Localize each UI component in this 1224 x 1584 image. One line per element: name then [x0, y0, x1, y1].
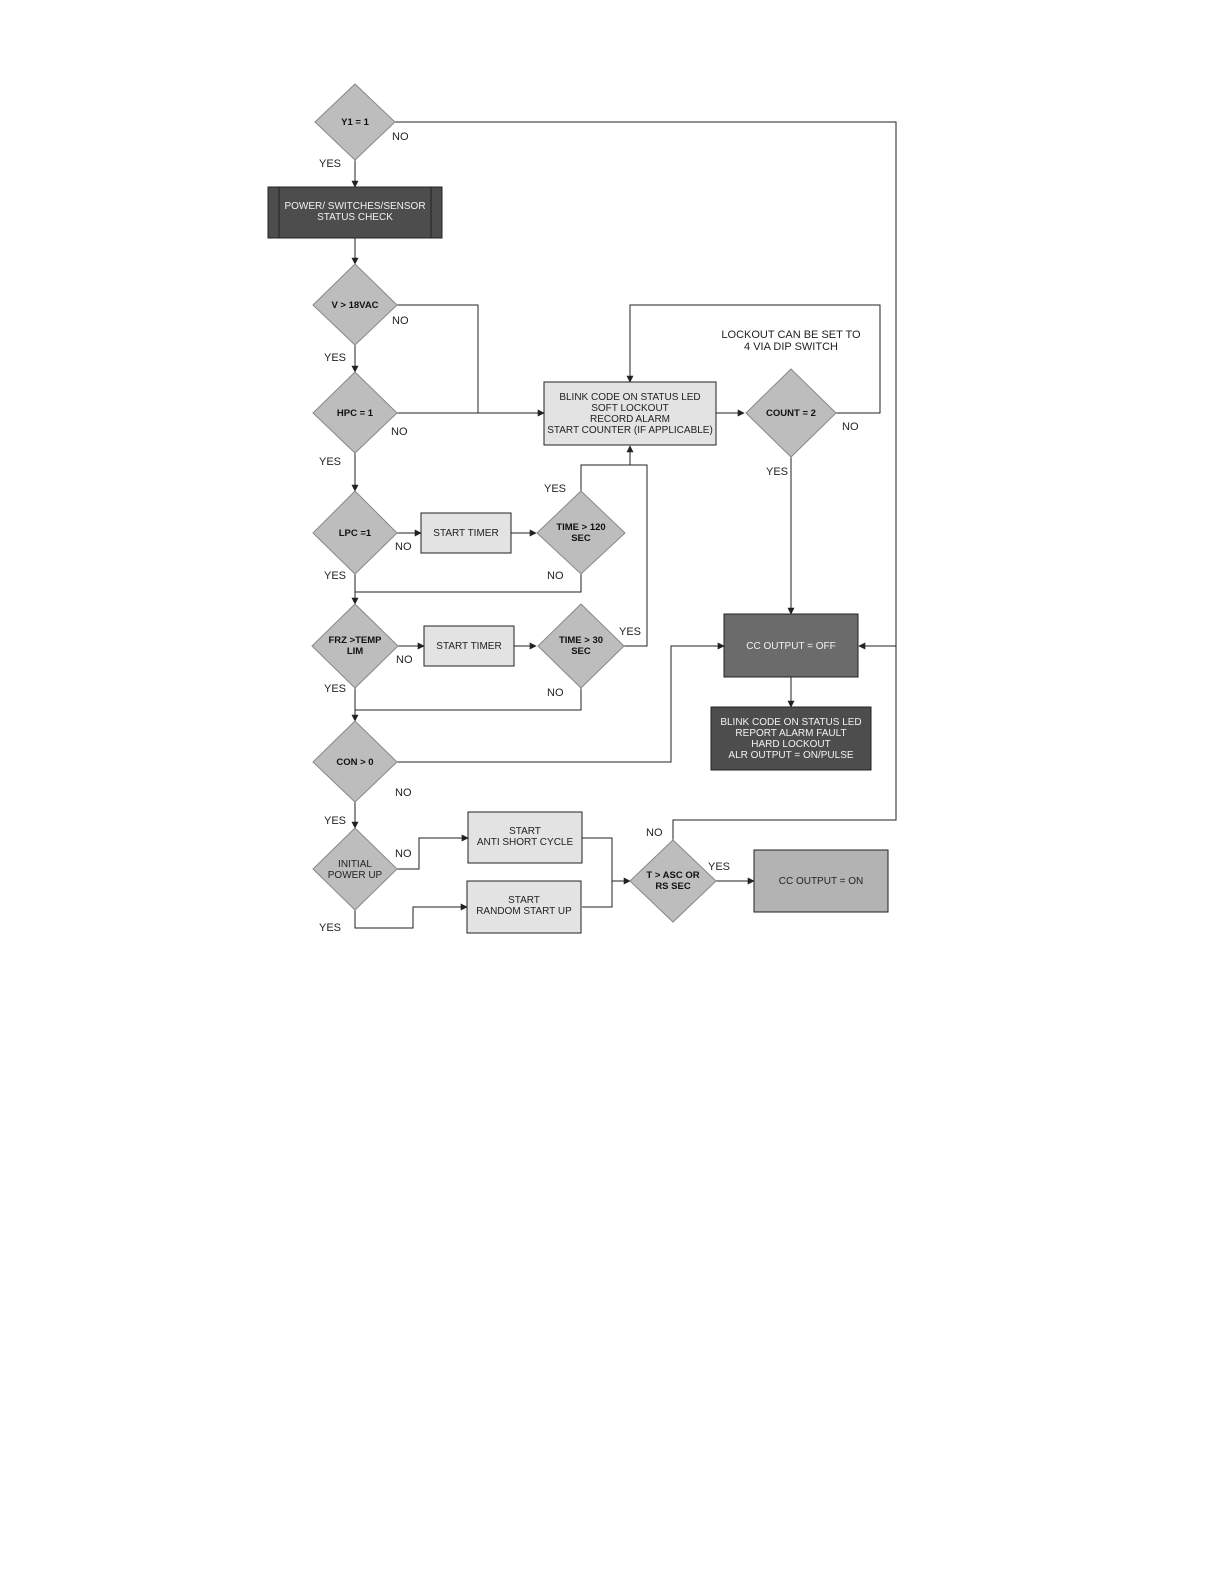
label-time30-yes: YES: [619, 626, 641, 638]
edge-time30-no: [355, 688, 582, 711]
edge-initial-no: [397, 834, 469, 870]
edge-time120-yes: [580, 464, 630, 491]
decision-con: CON > 0: [312, 720, 398, 803]
decision-y1: Y1 = 1: [314, 83, 396, 161]
decision-lpc-label: LPC =1: [339, 528, 372, 539]
decision-y1-label: Y1 = 1: [341, 117, 369, 128]
decision-initial-power-up: INITIAL POWER UP: [312, 827, 398, 911]
decision-time120-line-2: SEC: [571, 533, 591, 544]
box-cc-output-off: CC OUTPUT = OFF: [723, 613, 859, 678]
label-y1-yes: YES: [319, 158, 341, 170]
box-blink-hard-line-4: ALR OUTPUT = ON/PULSE: [728, 750, 853, 761]
box-anti-short-line-2: ANTI SHORT CYCLE: [477, 837, 574, 848]
decision-time30: TIME > 30 SEC: [537, 603, 625, 689]
box-blink-hard-line-1: BLINK CODE ON STATUS LED: [720, 717, 861, 728]
decision-initial-line-2: POWER UP: [328, 870, 383, 881]
label-hpc-no: NO: [391, 426, 408, 438]
box-random-start-line-2: RANDOM START UP: [476, 906, 572, 917]
box-random-start-line-1: START: [508, 895, 540, 906]
decision-initial-line-1: INITIAL: [338, 859, 372, 870]
edge-time120-no: [355, 574, 582, 593]
connectors: [351, 121, 897, 929]
box-blink-soft-lockout: BLINK CODE ON STATUS LED SOFT LOCKOUT RE…: [543, 381, 717, 446]
box-cc-output-on: CC OUTPUT = ON: [753, 849, 889, 913]
box-anti-short-cycle: START ANTI SHORT CYCLE: [467, 811, 583, 864]
label-con-yes: YES: [324, 815, 346, 827]
decision-time120-line-1: TIME > 120: [556, 522, 605, 533]
box-blink-soft-line-2: SOFT LOCKOUT: [591, 403, 669, 414]
edge-labels: NO YES NO YES NO YES YES NO YES NO YES N…: [319, 131, 859, 934]
decision-count: COUNT = 2: [745, 368, 837, 458]
label-con-no: NO: [395, 787, 412, 799]
decision-tasc-line-1: T > ASC OR: [646, 870, 699, 881]
label-time30-no: NO: [547, 687, 564, 699]
edge-time30-yes: [624, 445, 648, 647]
decision-tasc-line-2: RS SEC: [655, 881, 691, 892]
box-status-check-line-2: STATUS CHECK: [317, 212, 393, 223]
box-blink-hard-line-3: HARD LOCKOUT: [751, 739, 830, 750]
edge-count-no: [626, 304, 881, 414]
box-cc-off-label: CC OUTPUT = OFF: [746, 641, 836, 652]
label-hpc-yes: YES: [319, 456, 341, 468]
label-time120-no: NO: [547, 570, 564, 582]
edge-starts-join: [582, 837, 613, 908]
decision-lpc: LPC =1: [312, 490, 398, 575]
label-initial-no: NO: [395, 848, 412, 860]
decision-time30-line-2: SEC: [571, 646, 591, 657]
label-lpc-no: NO: [395, 541, 412, 553]
box-blink-hard-lockout: BLINK CODE ON STATUS LED REPORT ALARM FA…: [710, 706, 872, 771]
label-y1-no: NO: [392, 131, 409, 143]
box-status-check-line-1: POWER/ SWITCHES/SENSOR: [284, 201, 425, 212]
decision-frz-line-1: FRZ >TEMP: [328, 635, 382, 646]
label-count-yes: YES: [766, 466, 788, 478]
decision-tasc: T > ASC OR RS SEC: [629, 839, 717, 923]
label-frz-no: NO: [396, 654, 413, 666]
box-random-start-up: START RANDOM START UP: [466, 880, 582, 934]
label-tasc-no: NO: [646, 827, 663, 839]
label-lpc-yes: YES: [324, 570, 346, 582]
lockout-note-line-2: 4 VIA DIP SWITCH: [744, 341, 838, 353]
lockout-note: LOCKOUT CAN BE SET TO 4 VIA DIP SWITCH: [721, 329, 861, 353]
label-tasc-yes: YES: [708, 861, 730, 873]
decision-hpc: HPC = 1: [312, 371, 398, 454]
decision-con-label: CON > 0: [336, 757, 373, 768]
decision-frz: FRZ >TEMP LIM: [311, 603, 399, 689]
edge-con-no: [397, 642, 725, 763]
decision-hpc-label: HPC = 1: [337, 408, 374, 419]
decision-time30-line-1: TIME > 30: [559, 635, 603, 646]
box-blink-soft-line-4: START COUNTER (IF APPLICABLE): [547, 425, 713, 436]
label-count-no: NO: [842, 421, 859, 433]
edge-initial-yes: [354, 903, 468, 929]
box-cc-on-label: CC OUTPUT = ON: [779, 876, 864, 887]
decision-v18: V > 18VAC: [312, 263, 398, 346]
box-start-timer-1: START TIMER: [420, 512, 512, 554]
label-v18-no: NO: [392, 315, 409, 327]
box-start-timer-2-label: START TIMER: [436, 641, 501, 652]
decision-count-label: COUNT = 2: [766, 408, 816, 419]
edge-y1-no: [395, 121, 897, 840]
box-blink-hard-line-2: REPORT ALARM FAULT: [735, 728, 846, 739]
box-status-check: POWER/ SWITCHES/SENSOR STATUS CHECK: [267, 186, 443, 239]
decision-time120: TIME > 120 SEC: [536, 490, 626, 575]
label-v18-yes: YES: [324, 352, 346, 364]
box-blink-soft-line-3: RECORD ALARM: [590, 414, 670, 425]
lockout-note-line-1: LOCKOUT CAN BE SET TO: [721, 329, 861, 341]
box-blink-soft-line-1: BLINK CODE ON STATUS LED: [559, 392, 700, 403]
box-start-timer-2: START TIMER: [423, 625, 515, 667]
decision-frz-line-2: LIM: [347, 646, 363, 657]
decision-v18-label: V > 18VAC: [331, 300, 378, 311]
label-initial-yes: YES: [319, 922, 341, 934]
edge-v18-no: [397, 304, 479, 413]
box-anti-short-line-1: START: [509, 826, 541, 837]
box-start-timer-1-label: START TIMER: [433, 528, 498, 539]
label-time120-yes: YES: [544, 483, 566, 495]
label-frz-yes: YES: [324, 683, 346, 695]
